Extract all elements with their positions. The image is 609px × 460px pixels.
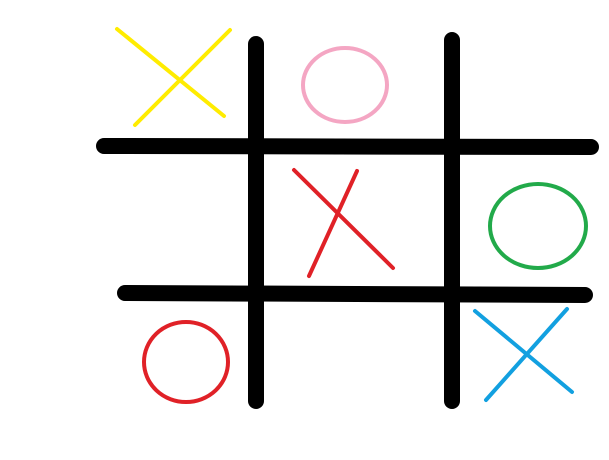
grid-line-horizontal-bottom <box>117 285 593 303</box>
x-stroke-2 <box>133 28 232 127</box>
o-mark-r2-c0 <box>142 320 230 404</box>
stray-dot <box>422 166 427 171</box>
x-mark-r1-c1 <box>292 168 395 278</box>
o-mark-r0-c1 <box>301 46 389 124</box>
grid-line-horizontal-top <box>96 138 599 155</box>
x-stroke-2 <box>307 169 359 278</box>
x-stroke-1 <box>292 168 395 270</box>
x-mark-r2-c2 <box>473 307 574 402</box>
grid-lines <box>96 32 599 409</box>
marks-layer <box>115 27 588 404</box>
o-mark-r1-c2 <box>488 182 588 270</box>
extras-layer <box>422 166 427 171</box>
x-stroke-1 <box>115 27 226 118</box>
x-stroke-1 <box>473 309 574 394</box>
x-stroke-2 <box>484 307 569 402</box>
x-mark-r0-c0 <box>115 27 232 127</box>
